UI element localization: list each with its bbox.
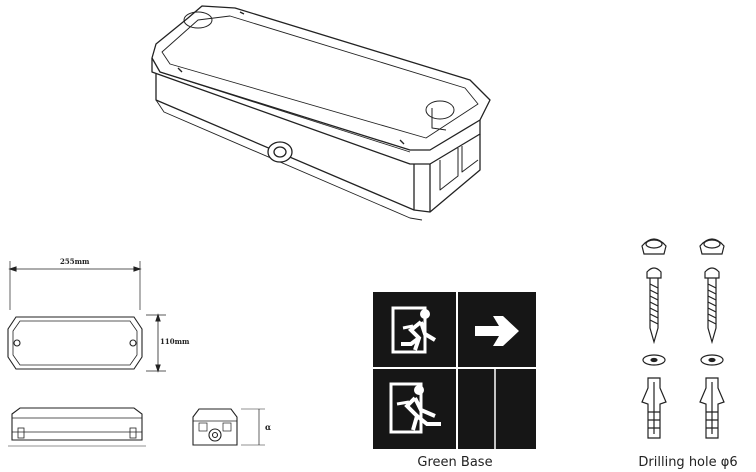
exit-sign-panel: [373, 292, 536, 449]
product-isometric-view: [140, 0, 500, 225]
width-dimension-label: 255mm: [60, 257, 90, 266]
cap-washer-icon: [641, 238, 667, 255]
height-dimension-label: 110mm: [160, 337, 190, 346]
flat-washer-icon: [700, 354, 724, 366]
wall-plug-icon: [699, 377, 725, 439]
end-view-drawing: α: [185, 405, 280, 455]
flat-washer-icon: [642, 354, 666, 366]
sign-panel-caption: Green Base: [417, 455, 493, 470]
front-view-drawing: 255mm 110mm: [0, 255, 215, 385]
running-man-icon: [387, 380, 447, 438]
running-man-icon: [389, 304, 445, 358]
fixings-kit: [628, 232, 748, 452]
screw-icon: [646, 267, 662, 345]
side-view-drawing: [0, 402, 150, 452]
arrow-right-icon: [473, 314, 521, 348]
depth-dimension-label: α: [265, 422, 272, 432]
wall-plug-icon: [641, 377, 667, 439]
screw-icon: [704, 267, 720, 345]
fixings-caption: Drilling hole φ6: [638, 455, 738, 470]
cap-washer-icon: [699, 238, 725, 255]
